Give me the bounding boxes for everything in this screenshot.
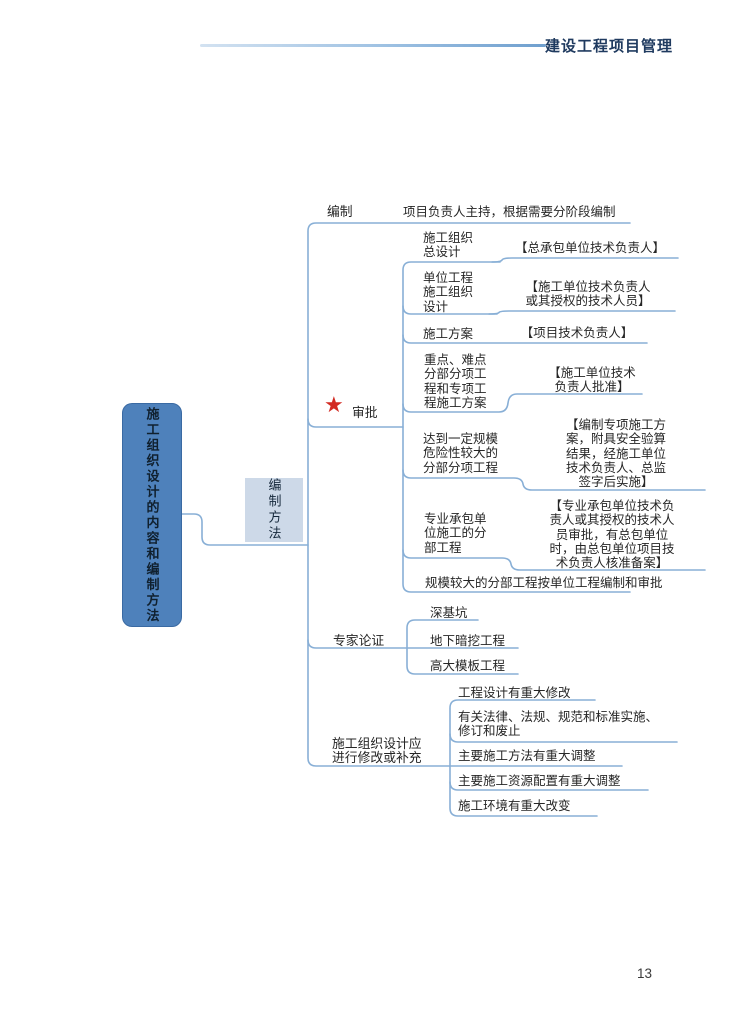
approval-topic-6: 规模较大的分部工程按单位工程编制和审批 (425, 576, 663, 590)
revision-item-4: 施工环境有重大改变 (458, 799, 571, 813)
root-node: 施工组织设计的内容和编制方法 (122, 403, 182, 627)
branch-approval-label: 审批 (352, 406, 378, 420)
compile-note: 项目负责人主持，根据需要分阶段编制 (403, 205, 616, 219)
header-title: 建设工程项目管理 (545, 38, 674, 55)
expert-item-1: 地下暗挖工程 (430, 634, 506, 648)
revision-item-1: 有关法律、法规、规范和标准实施、 修订和废止 (458, 710, 659, 739)
approval-topic-5: 专业承包单 位施工的分 部工程 (424, 512, 487, 555)
approval-topic-2: 施工方案 (423, 327, 474, 341)
root-label: 施工组织设计的内容和编制方法 (144, 406, 160, 624)
revision-item-3: 主要施工资源配置有重大调整 (458, 774, 621, 788)
expert-item-2: 高大模板工程 (430, 659, 506, 673)
approval-topic-0: 施工组织 总设计 (423, 231, 474, 260)
revision-item-0: 工程设计有重大修改 (458, 686, 571, 700)
header-rule (200, 44, 546, 47)
approval-topic-4: 达到一定规模 危险性较大的 分部分项工程 (423, 432, 499, 475)
approval-approver-4: 【编制专项施工方 案，附具安全验算 结果，经施工单位 技术负责人、总监 签字后实… (565, 418, 666, 490)
approval-topic-1: 单位工程 施工组织 设计 (423, 271, 474, 314)
approval-approver-1: 【施工单位技术负责人 或其授权的技术人员】 (525, 280, 651, 309)
hub-label: 编制方法 (266, 478, 282, 542)
revision-item-2: 主要施工方法有重大调整 (458, 749, 596, 763)
expert-item-0: 深基坑 (430, 606, 468, 620)
approval-approver-2: 【项目技术负责人】 (520, 326, 634, 340)
hub-node: 编制方法 (245, 478, 303, 542)
approval-approver-0: 【总承包单位技术负责人】 (514, 241, 665, 255)
branch-expert-label: 专家论证 (333, 634, 385, 648)
star-icon: ★ (324, 393, 344, 418)
page-number: 13 (637, 966, 653, 981)
branch-compile-label: 编制 (327, 205, 353, 219)
approval-approver-5: 【专业承包单位技术负 责人或其授权的技术人 员审批，有总包单位 时，由总包单位项… (549, 499, 675, 571)
branch-revision-label: 施工组织设计应 进行修改或补充 (332, 737, 422, 766)
approval-approver-3: 【施工单位技术 负责人批准】 (548, 366, 636, 395)
approval-topic-3: 重点、难点 分部分项工 程和专项工 程施工方案 (424, 353, 487, 410)
